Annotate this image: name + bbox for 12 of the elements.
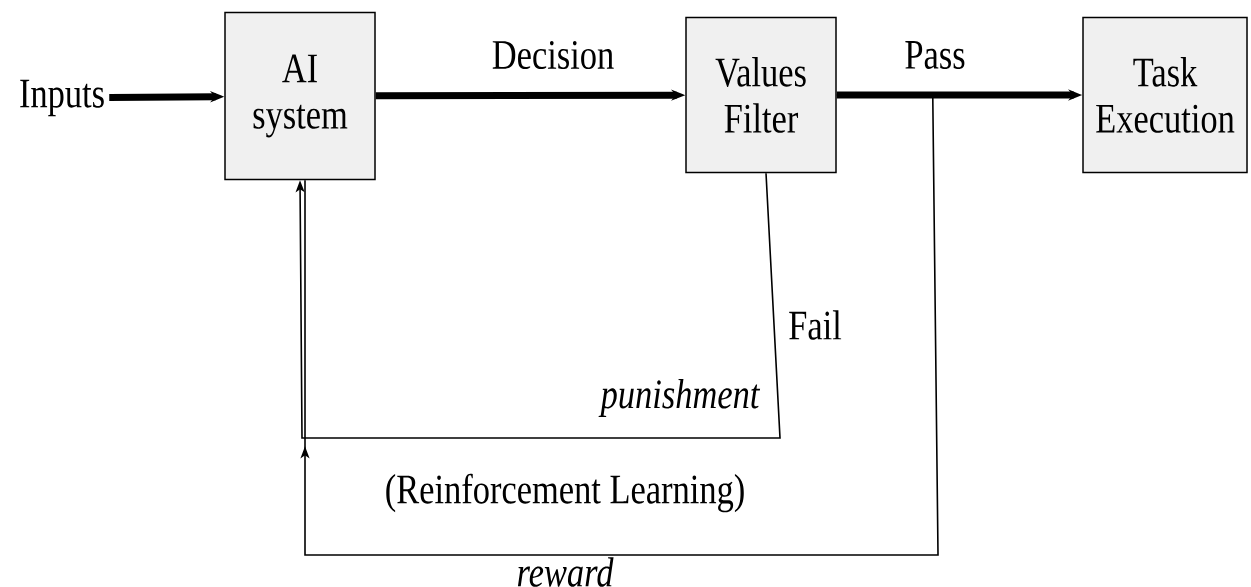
edge-label: reward: [515, 556, 615, 587]
arrow: [295, 172, 781, 439]
process-box: Values Filter: [685, 16, 837, 174]
edge-label: Pass: [903, 40, 967, 70]
note-text: (Reinforcement Learning): [386, 473, 744, 513]
process-box: Task Execution: [1082, 16, 1248, 174]
note-text: punishment: [598, 378, 761, 418]
edge-label: Fail: [787, 309, 843, 341]
edge-label: Decision: [490, 39, 616, 71]
input-text: Inputs: [20, 79, 104, 117]
arrow: [300, 94, 939, 556]
process-box: AI system: [224, 11, 376, 181]
